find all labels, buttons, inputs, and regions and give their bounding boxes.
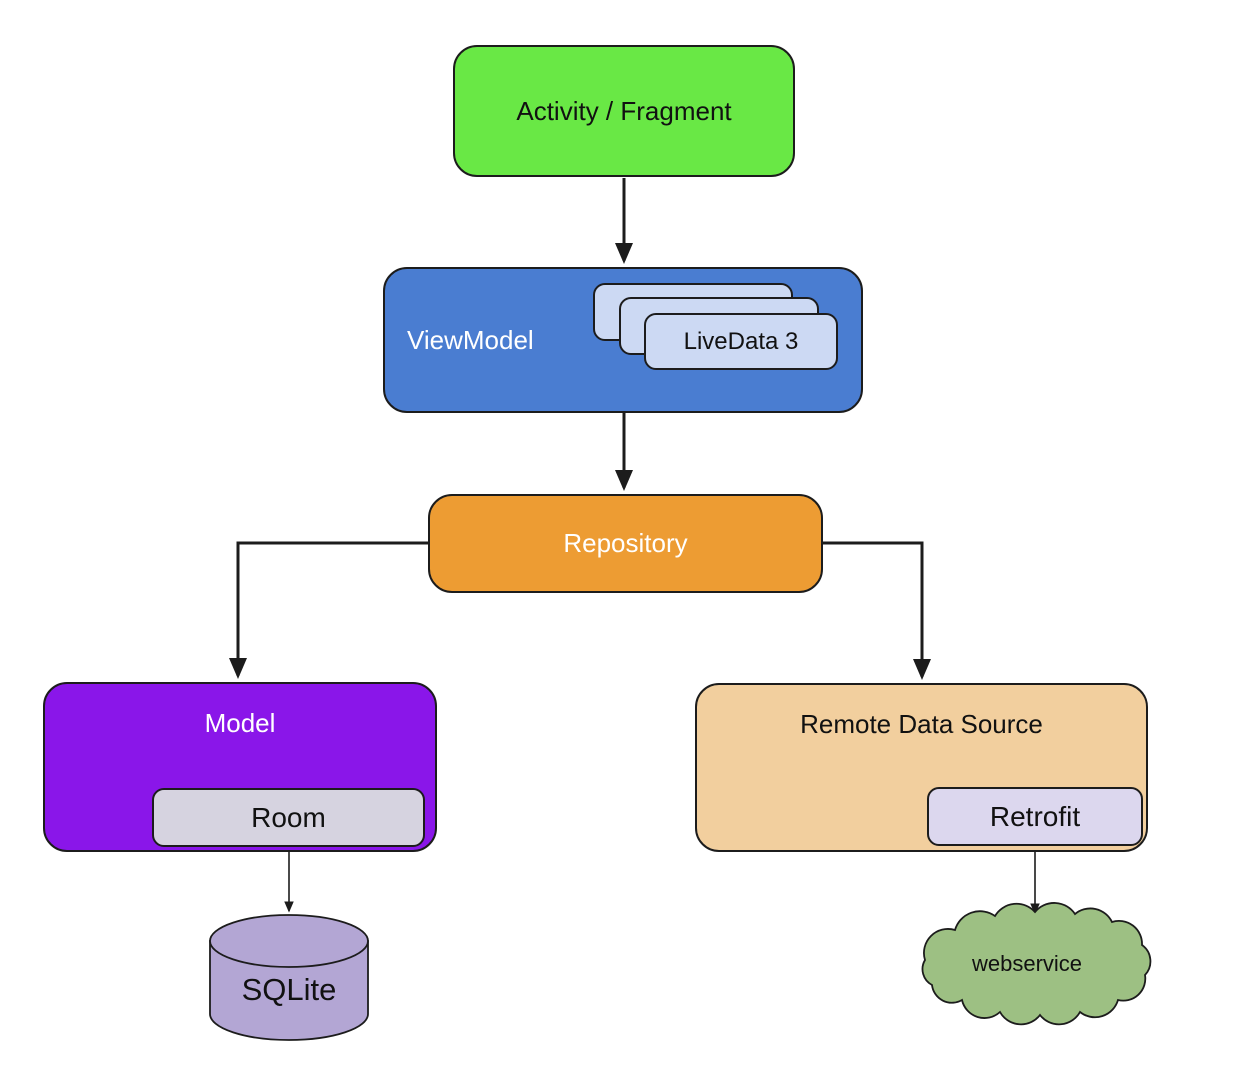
node-viewmodel-label: ViewModel — [407, 324, 534, 355]
node-repository-label: Repository — [563, 528, 688, 558]
node-activity-fragment-label: Activity / Fragment — [516, 95, 732, 126]
livedata-card-label: LiveData 3 — [683, 327, 799, 355]
node-repository: Repository — [428, 494, 823, 593]
node-remote-data-source: Remote Data Source — [695, 683, 1148, 852]
sqlite-label: SQLite — [241, 972, 337, 1007]
sqlite-cylinder-body — [209, 940, 369, 1041]
edge-repository-to-model — [229, 541, 428, 679]
webservice-cloud — [921, 902, 1152, 1026]
node-model-label: Model — [204, 708, 276, 738]
livedata-card-front: LiveData 3 — [644, 313, 838, 370]
node-room: Room — [152, 788, 425, 847]
webservice-label: webservice — [971, 951, 1083, 976]
node-retrofit: Retrofit — [927, 787, 1143, 846]
node-room-label: Room — [251, 801, 326, 833]
node-activity-fragment: Activity / Fragment — [453, 45, 795, 177]
sqlite-cylinder-top — [209, 914, 369, 968]
edge-repository-to-remote-data-source — [823, 541, 931, 680]
node-retrofit-label: Retrofit — [989, 800, 1081, 832]
node-remote-data-source-label: Remote Data Source — [800, 709, 1043, 739]
